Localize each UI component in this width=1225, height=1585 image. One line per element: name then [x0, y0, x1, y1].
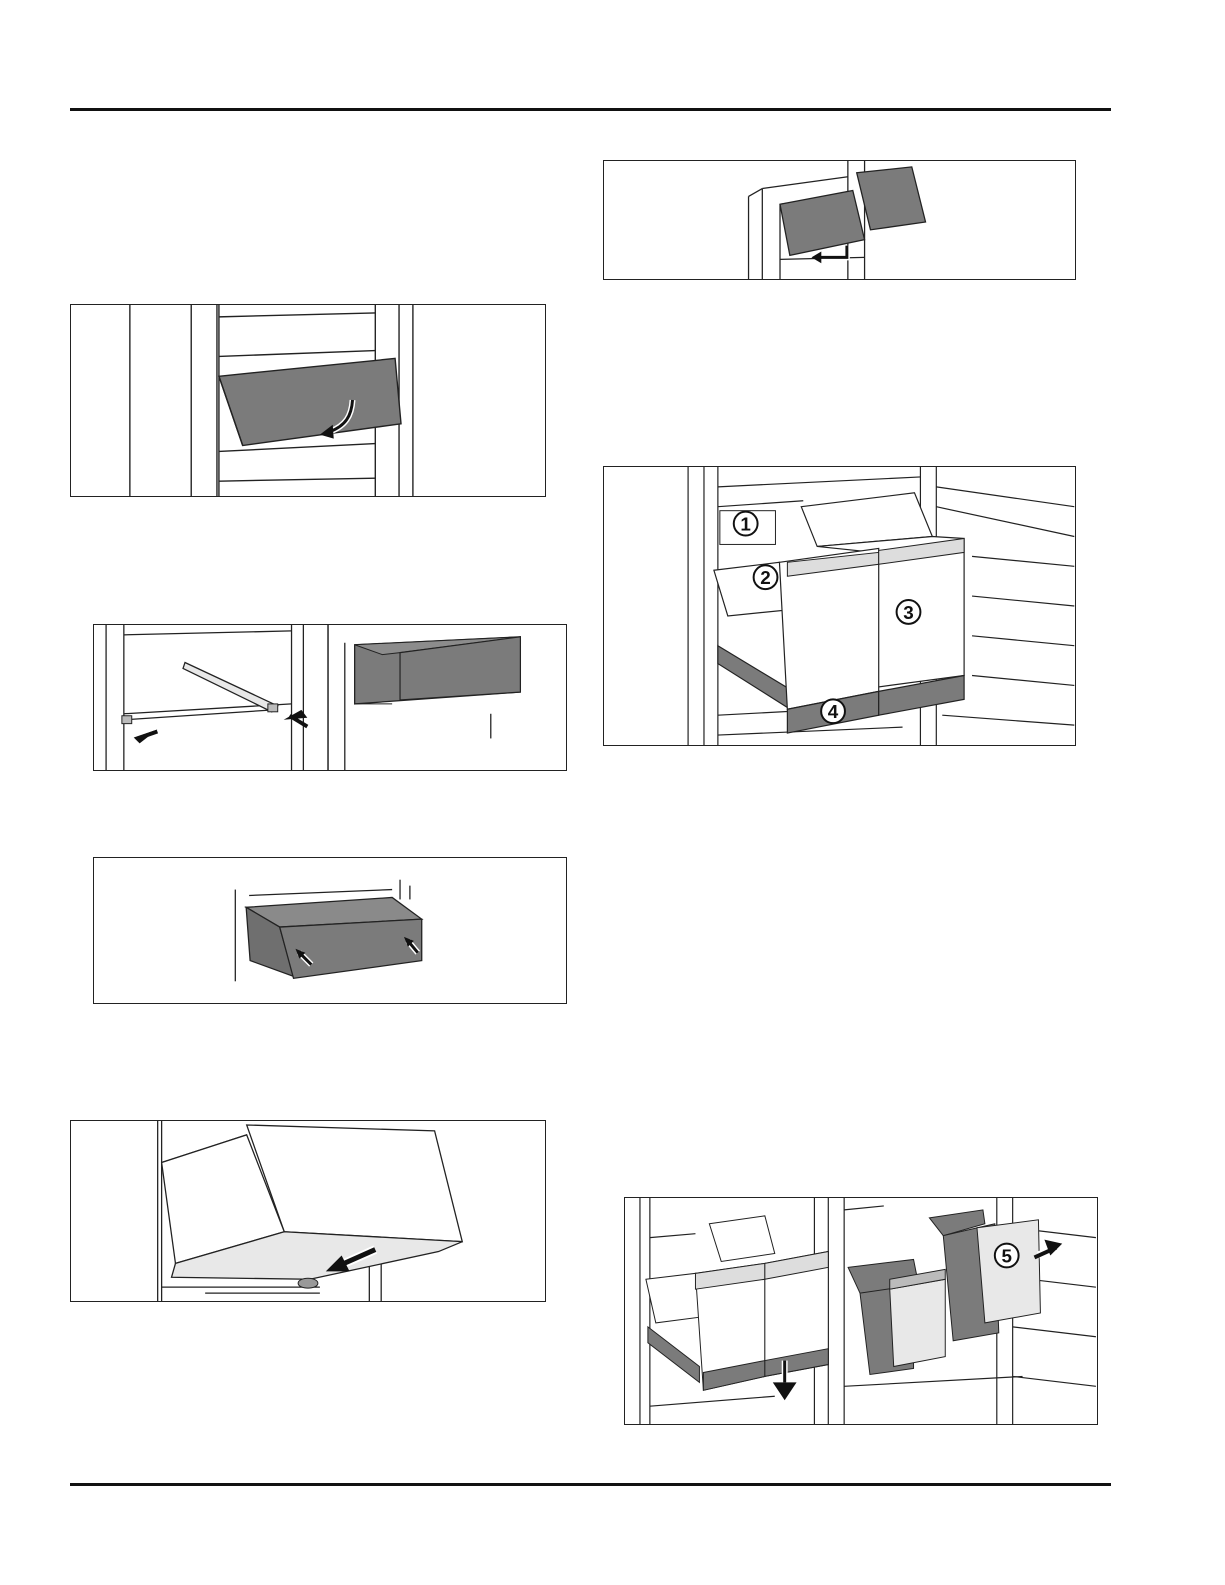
arrow-icon [811, 251, 821, 263]
footer-rule [70, 1483, 1111, 1486]
drawer-lift-illustration [71, 1121, 545, 1301]
callout-2-label: 2 [760, 567, 771, 588]
bins-removal-figure: 5 [624, 1197, 1098, 1425]
header-rule [70, 108, 1111, 111]
rails-figure [93, 624, 567, 771]
drawer-open-illustration [71, 305, 545, 496]
rails-illustration [94, 625, 566, 770]
flap-open-illustration [604, 161, 1075, 279]
drawer-insert-figure [93, 857, 567, 1004]
callout-5-label: 5 [1001, 1245, 1011, 1266]
callout-4-label: 4 [828, 701, 839, 722]
bins-overview-figure: 1 2 3 4 [603, 466, 1076, 746]
callout-3-label: 3 [903, 602, 913, 623]
bins-overview-illustration: 1 2 3 4 [604, 467, 1075, 745]
flap-open-figure [603, 160, 1076, 280]
drawer-lift-figure [70, 1120, 546, 1302]
bins-removal-illustration: 5 [625, 1198, 1097, 1424]
arrow-icon [773, 1382, 797, 1400]
callout-1-label: 1 [740, 514, 751, 535]
drawer-insert-illustration [94, 858, 566, 1003]
drawer-open-figure [70, 304, 546, 497]
